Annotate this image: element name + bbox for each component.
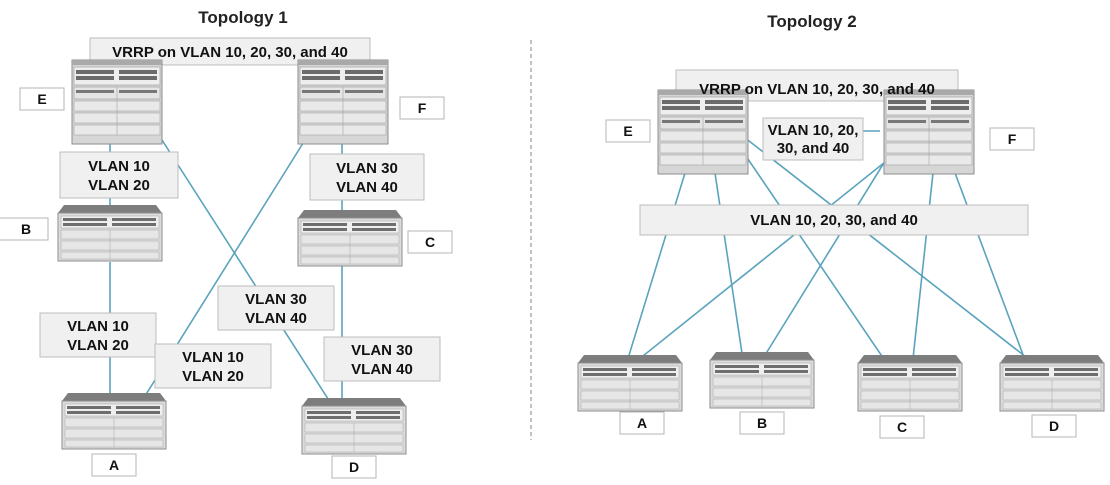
vlan-label-e-d-line2: VLAN 40 <box>245 310 307 327</box>
link-f-b2 <box>761 144 896 361</box>
topology-2-title: Topology 2 <box>767 12 856 31</box>
topology-2-vrrp-label: VRRP on VLAN 10, 20, 30, and 40 <box>699 81 935 98</box>
switch-f-name: F <box>418 100 427 116</box>
vlan-label-f-c-line1: VLAN 30 <box>336 160 398 177</box>
vlan-label-e-f-box <box>762 117 864 161</box>
vlan-label-e-d-box <box>217 285 335 331</box>
vlan-label-f-a-box <box>154 343 272 389</box>
vlan-label-f-a-line2: VLAN 20 <box>182 368 244 385</box>
vlan-label-e-f-line1: VLAN 10, 20, <box>768 122 859 139</box>
topology-2-links <box>625 129 1041 369</box>
switch-c2-name: C <box>897 419 907 435</box>
trunk-label: VLAN 10, 20, 30, and 40 <box>750 212 918 229</box>
topology-1-title: Topology 1 <box>198 8 287 27</box>
switch-d-name-box <box>331 455 377 479</box>
vlan-label-c-d-box <box>323 336 441 382</box>
switch-f-name-box <box>399 96 445 120</box>
vlan-label-f-c-box <box>309 153 425 201</box>
switch-c2 <box>857 354 963 412</box>
vlan-label-f-a-line1: VLAN 10 <box>182 349 244 366</box>
link-e-d2 <box>734 129 1041 369</box>
switch-e-name: E <box>37 91 46 107</box>
switch-d-name: D <box>349 459 359 475</box>
link-e-b2 <box>714 172 744 361</box>
switch-d2-name-box <box>1031 414 1077 438</box>
switch-c-name-box <box>407 230 453 254</box>
switch-c <box>297 209 403 267</box>
switch-d2-name: D <box>1049 418 1059 434</box>
switch-b-name-box <box>0 217 49 241</box>
switch-a <box>61 392 167 450</box>
switch-b2-name-box <box>739 411 785 435</box>
vlan-label-c-d-line2: VLAN 40 <box>351 361 413 378</box>
switch-c-name: C <box>425 234 435 250</box>
vlan-label-b-a-line1: VLAN 10 <box>67 318 129 335</box>
vlan-label-c-d-line1: VLAN 30 <box>351 342 413 359</box>
vlan-label-e-b-line2: VLAN 20 <box>88 177 150 194</box>
switch-b-name: B <box>21 221 31 237</box>
switch-f2 <box>883 89 975 175</box>
switch-e2-name-box <box>605 119 651 143</box>
switch-a2 <box>577 354 683 412</box>
trunk-label-bar <box>639 204 1029 236</box>
switch-a2-name: A <box>637 415 647 431</box>
switch-a-name: A <box>109 457 119 473</box>
link-f-d2 <box>954 172 1029 369</box>
vlan-label-e-f-line2: 30, and 40 <box>777 140 850 157</box>
vlan-label-b-a-box <box>39 312 157 358</box>
switch-a2-name-box <box>619 411 665 435</box>
switch-d <box>301 397 407 455</box>
switch-b2-name: B <box>757 415 767 431</box>
topology-2: Topology 2 VRRP on VLAN 10, 20, 30, and … <box>577 12 1105 439</box>
switch-e2-name: E <box>623 123 632 139</box>
switch-b2 <box>709 351 815 409</box>
vlan-label-e-b-line1: VLAN 10 <box>88 158 150 175</box>
switch-b <box>57 204 163 262</box>
switch-d2 <box>999 354 1105 412</box>
switch-e-name-box <box>19 87 65 111</box>
switch-f <box>297 59 389 145</box>
switch-f2-name-box <box>989 127 1035 151</box>
switch-f2-name: F <box>1008 131 1017 147</box>
topology-1: Topology 1 VRRP on VLAN 10, 20, 30, and … <box>0 8 453 479</box>
link-e-a <box>625 172 686 366</box>
link-e-c2 <box>734 139 891 369</box>
switch-c2-name-box <box>879 415 925 439</box>
switch-e2 <box>657 89 749 175</box>
vlan-label-e-b-box <box>59 151 179 199</box>
link-e-d <box>161 139 331 403</box>
switch-a-name-box <box>91 453 137 477</box>
topology-1-vrrp-label: VRRP on VLAN 10, 20, 30, and 40 <box>112 44 348 61</box>
vlan-label-e-d-line1: VLAN 30 <box>245 291 307 308</box>
link-f-a2 <box>627 149 901 369</box>
vlan-label-b-a-line2: VLAN 20 <box>67 337 129 354</box>
vlan-label-f-c-line2: VLAN 40 <box>336 179 398 196</box>
switch-e <box>71 59 163 145</box>
